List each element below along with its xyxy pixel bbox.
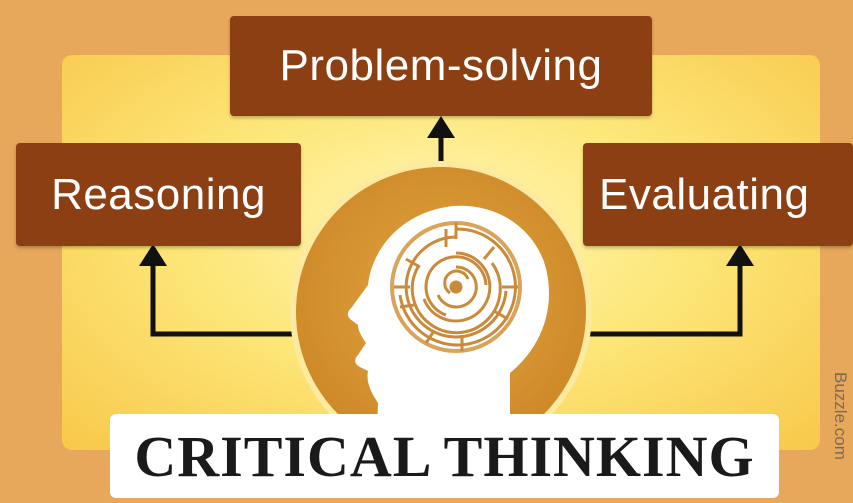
reasoning-label: Reasoning xyxy=(16,143,301,246)
connector-to-evaluating xyxy=(585,262,743,337)
evaluating-label: Evaluating xyxy=(583,143,853,246)
problem-solving-label: Problem-solving xyxy=(230,16,652,116)
watermark: Buzzle.com xyxy=(831,372,850,460)
arrow-up-icon xyxy=(726,244,754,266)
maze-brain-icon xyxy=(390,221,522,353)
connector-to-reasoning xyxy=(150,262,300,337)
head-silhouette-icon xyxy=(347,205,550,457)
central-circle xyxy=(296,167,586,457)
diagram-title: CRITICAL THINKING xyxy=(110,414,779,498)
arrow-up-icon xyxy=(427,116,455,138)
arrow-up-icon xyxy=(139,244,167,266)
